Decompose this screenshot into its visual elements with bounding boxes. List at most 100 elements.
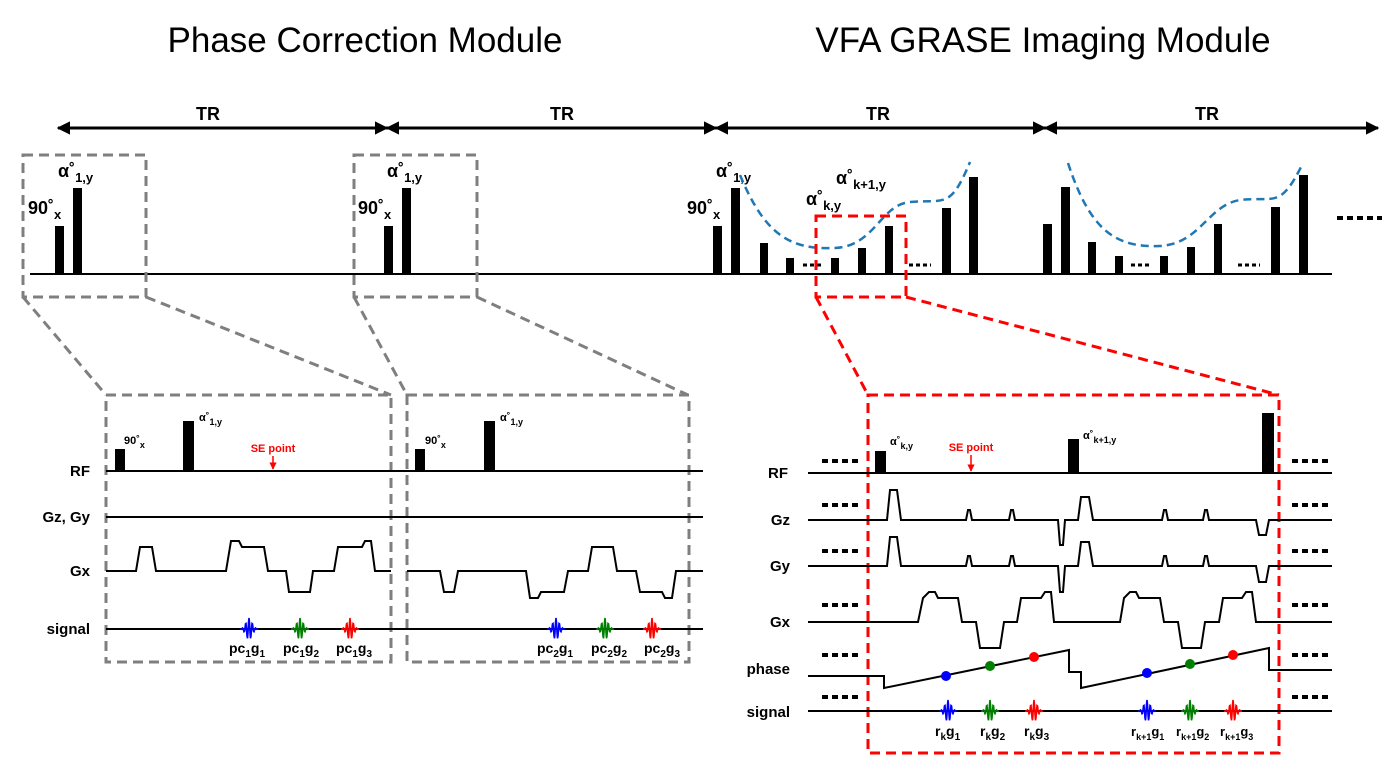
- rf-alpha-pulse: [858, 248, 866, 274]
- rf-90x-pulse: [1043, 224, 1052, 274]
- echo-labels-pc1: pc1g1 pc1g2 pc1g3: [229, 640, 372, 660]
- echo-wavelet-g1: [938, 699, 958, 721]
- rf-90x-pulse: [415, 449, 425, 471]
- rf-alpha-pulse: [1088, 242, 1096, 274]
- zoom-connector: [814, 296, 870, 396]
- rf-alpha-pulse: [1160, 256, 1168, 274]
- gz-waveform: [808, 489, 1332, 546]
- phase-marker-g2: [1185, 659, 1195, 669]
- echo-wavelet-g2: [1180, 699, 1200, 721]
- echo-wavelet-g2: [290, 617, 310, 639]
- se-point-label: SE point: [251, 443, 296, 455]
- echo-label: rkg1: [935, 723, 961, 743]
- echo-wavelet-g3: [340, 617, 360, 639]
- zoom-connector: [476, 295, 689, 397]
- rf-alpha-pulse: [402, 188, 411, 274]
- rf-alpha-pulse: [885, 226, 893, 274]
- gy-waveform: [808, 536, 1332, 593]
- rf-alpha-pulse: [760, 243, 768, 274]
- row-label-signal: signal: [47, 621, 90, 638]
- echo-labels-rk1: rk+1g1 rk+1g2 rk+1g3: [1131, 724, 1253, 742]
- gx-waveform: [808, 591, 1332, 649]
- flip-angle-curve: [738, 161, 972, 250]
- rf-90x-pulse: [115, 449, 125, 471]
- row-label-phase: phase: [747, 661, 790, 678]
- label-alpha-ky: α˚k,y: [890, 436, 913, 451]
- tr-timeline: TR TR TR TR: [56, 104, 1380, 135]
- echo-wavelet-g3: [1223, 699, 1243, 721]
- rf-alpha-pulse: [73, 188, 82, 274]
- continuation-dots-right: [1292, 459, 1332, 699]
- tr-label-4: TR: [1195, 104, 1219, 124]
- rf-alpha-pulse: [831, 258, 839, 274]
- zoom-connector: [21, 296, 108, 396]
- rf-alpha-pulse: [1115, 256, 1123, 274]
- label-90x: 90˚x: [28, 198, 62, 222]
- row-label-gz: Gz: [771, 512, 790, 529]
- echo-label: rkg3: [1024, 723, 1050, 743]
- row-label-rf: RF: [70, 463, 90, 480]
- echo-wavelet-g1: [239, 617, 259, 639]
- phase-correction-title: Phase Correction Module: [168, 21, 563, 60]
- label-alpha-1y: α˚1,y: [500, 412, 523, 427]
- rf-alpha-pulse: [1214, 224, 1222, 274]
- echo-wavelet-g1: [546, 617, 566, 639]
- phase-waveform: [808, 646, 1332, 690]
- row-label-signal: signal: [747, 704, 790, 721]
- rf-alpha-pulse: [731, 188, 740, 274]
- label-alpha-k1y: α˚k+1,y: [1083, 430, 1116, 445]
- rf-alpha-pulse: [786, 258, 794, 274]
- label-alpha-1y: α˚1,y: [58, 161, 94, 185]
- echo-wavelet-g2: [980, 699, 1000, 721]
- echo-label: rk+1g3: [1220, 724, 1253, 742]
- echo-label: pc2g2: [591, 640, 627, 660]
- rf-alpha-pulse: [875, 451, 886, 473]
- pc1-detail-box: [104, 393, 393, 664]
- label-90x: 90˚x: [425, 435, 446, 450]
- echo-wavelets: [239, 617, 1243, 721]
- flip-angle-curve: [1066, 162, 1305, 248]
- gx-waveform-pc1: [106, 540, 391, 593]
- echo-labels-pc2: pc2g1 pc2g2 pc2g3: [537, 640, 680, 660]
- rf-alpha-pulse: [1299, 175, 1308, 274]
- label-90x: 90˚x: [687, 198, 721, 222]
- zoom-connector: [905, 295, 1280, 397]
- zoom-connector: [352, 296, 409, 396]
- rf-alpha-pulse: [1187, 247, 1195, 274]
- echo-label: pc2g1: [537, 640, 573, 660]
- label-alpha-ky: α˚k,y: [806, 189, 842, 213]
- row-label-rf: RF: [768, 465, 788, 482]
- label-alpha-1y: α˚1,y: [199, 412, 222, 427]
- phase-marker-g3: [1228, 650, 1238, 660]
- rf-90x-pulse: [384, 226, 393, 274]
- rf-90x-pulse: [713, 226, 722, 274]
- echo-wavelet-g1: [1137, 699, 1157, 721]
- echo-label: pc1g2: [283, 640, 319, 660]
- phase-marker-g1: [941, 671, 951, 681]
- tr-label-1: TR: [196, 104, 220, 124]
- label-alpha-k1y: α˚k+1,y: [836, 168, 887, 192]
- phase-marker-g1: [1142, 668, 1152, 678]
- row-label-gx: Gx: [70, 563, 91, 580]
- echo-label: pc1g1: [229, 640, 265, 660]
- echo-label: rk+1g1: [1131, 724, 1164, 742]
- echo-wavelet-g3: [1024, 699, 1044, 721]
- echo-label: pc1g3: [336, 640, 372, 660]
- echo-label: rk+1g2: [1176, 724, 1209, 742]
- tr-label-2: TR: [550, 104, 574, 124]
- zoom-box-pc1: [21, 153, 148, 299]
- se-point-label: SE point: [949, 442, 994, 454]
- echo-wavelet-g2: [595, 617, 615, 639]
- pc2-detail-box: [405, 393, 691, 664]
- rf-alpha-pulse: [484, 421, 495, 471]
- rf-alpha-pulse: [942, 208, 951, 274]
- zoom-connector: [145, 295, 392, 397]
- row-label-gy: Gy: [770, 558, 791, 575]
- rf-alpha-pulse: [969, 177, 978, 274]
- label-alpha-1y: α˚1,y: [387, 161, 423, 185]
- vfa-grase-title: VFA GRASE Imaging Module: [815, 21, 1270, 60]
- echo-label: pc2g3: [644, 640, 680, 660]
- rf-alpha-pulse: [1068, 439, 1079, 473]
- zoom-box-grase: [814, 214, 908, 299]
